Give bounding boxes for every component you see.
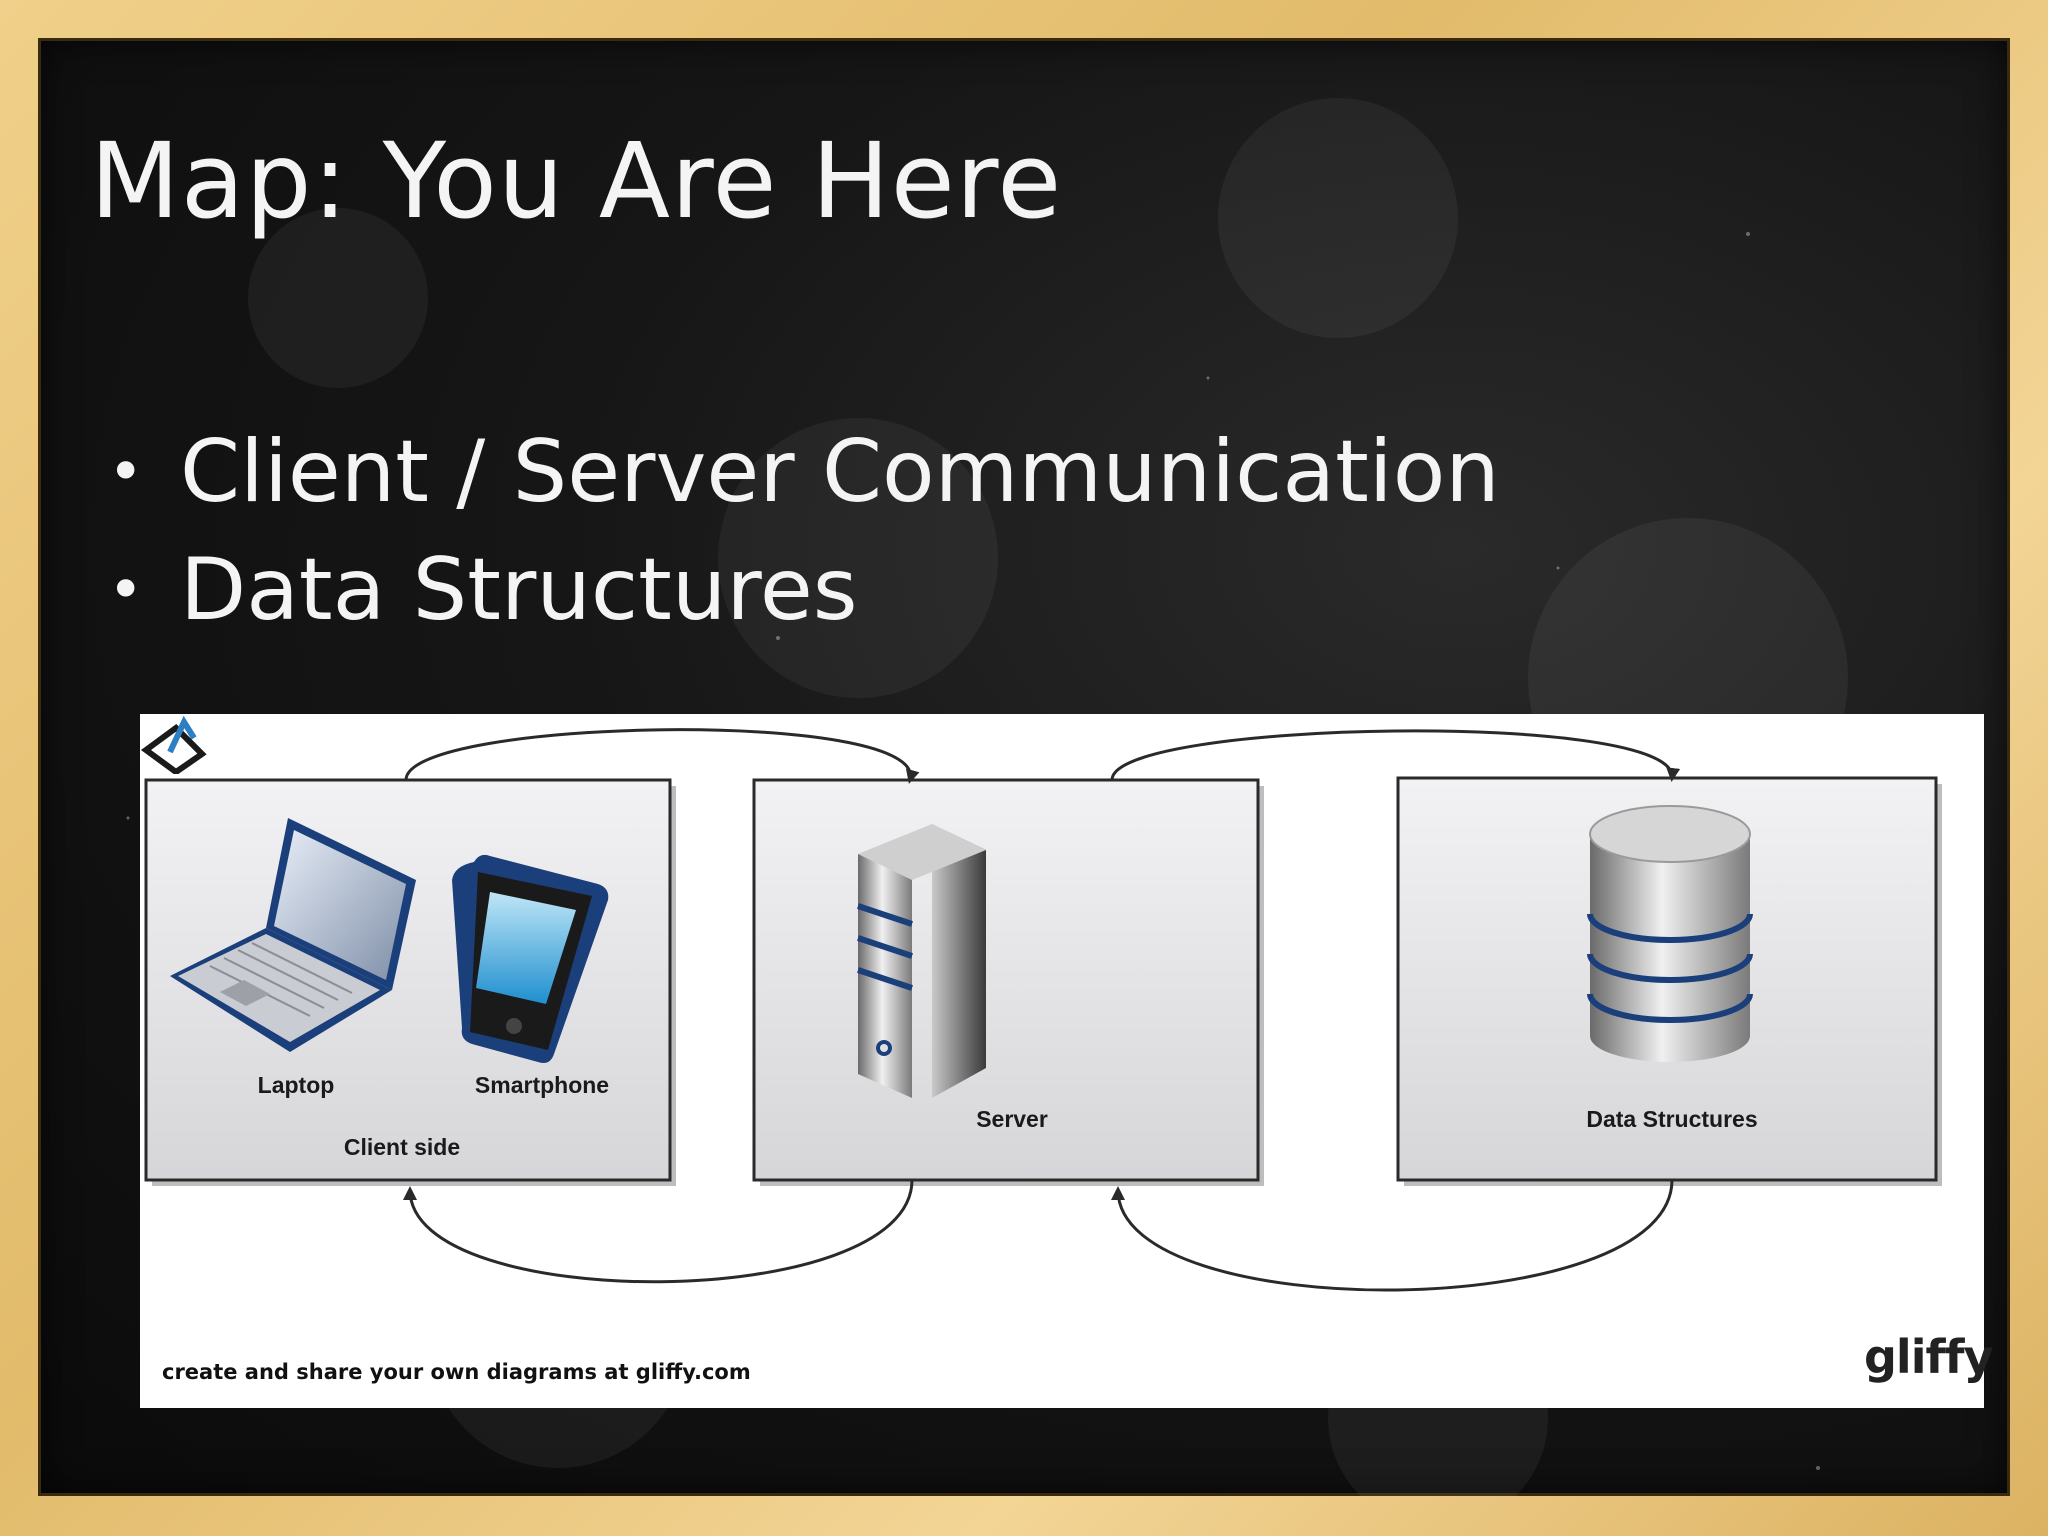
gliffy-logo-text: gliffy <box>1864 1330 1993 1384</box>
bullet-list: • Client / Server Communication • Data Str… <box>108 422 1500 658</box>
slide-title: Map: You Are Here <box>90 120 1063 242</box>
server-tower-icon <box>857 824 986 1098</box>
arrow-server-to-client <box>403 1179 914 1284</box>
diagram-canvas <box>144 728 1942 1292</box>
bullet-item: • Client / Server Communication <box>108 422 1500 540</box>
smartphone-label: Smartphone <box>474 1072 610 1098</box>
server-label: Server <box>976 1106 1048 1132</box>
smartphone-icon <box>452 854 609 1063</box>
data-structures-label: Data Structures <box>1586 1106 1758 1132</box>
laptop-icon <box>170 818 416 1052</box>
gliffy-logo-icon <box>140 715 207 774</box>
bullet-item: • Data Structures <box>108 540 1500 658</box>
arrow-server-to-data <box>1110 729 1681 782</box>
bullet-text: Data Structures <box>180 540 858 640</box>
database-icon <box>1587 805 1753 1062</box>
chalkboard: Map: You Are Here • Client / Server Commu… <box>38 38 2010 1496</box>
server-box <box>752 778 1260 1182</box>
architecture-diagram: Laptop Smartphone Client side Server Dat… <box>140 714 1993 1408</box>
gliffy-footer-text: create and share your own diagrams at gl… <box>162 1360 751 1384</box>
bullet-dot-icon: • <box>108 437 144 507</box>
bullet-text: Client / Server Communication <box>180 422 1500 522</box>
client-side-label: Client side <box>343 1134 461 1160</box>
laptop-label: Laptop <box>257 1072 335 1098</box>
arrow-client-to-server <box>404 728 920 784</box>
bullet-dot-icon: • <box>108 555 144 625</box>
arrow-data-to-server <box>1111 1179 1674 1292</box>
